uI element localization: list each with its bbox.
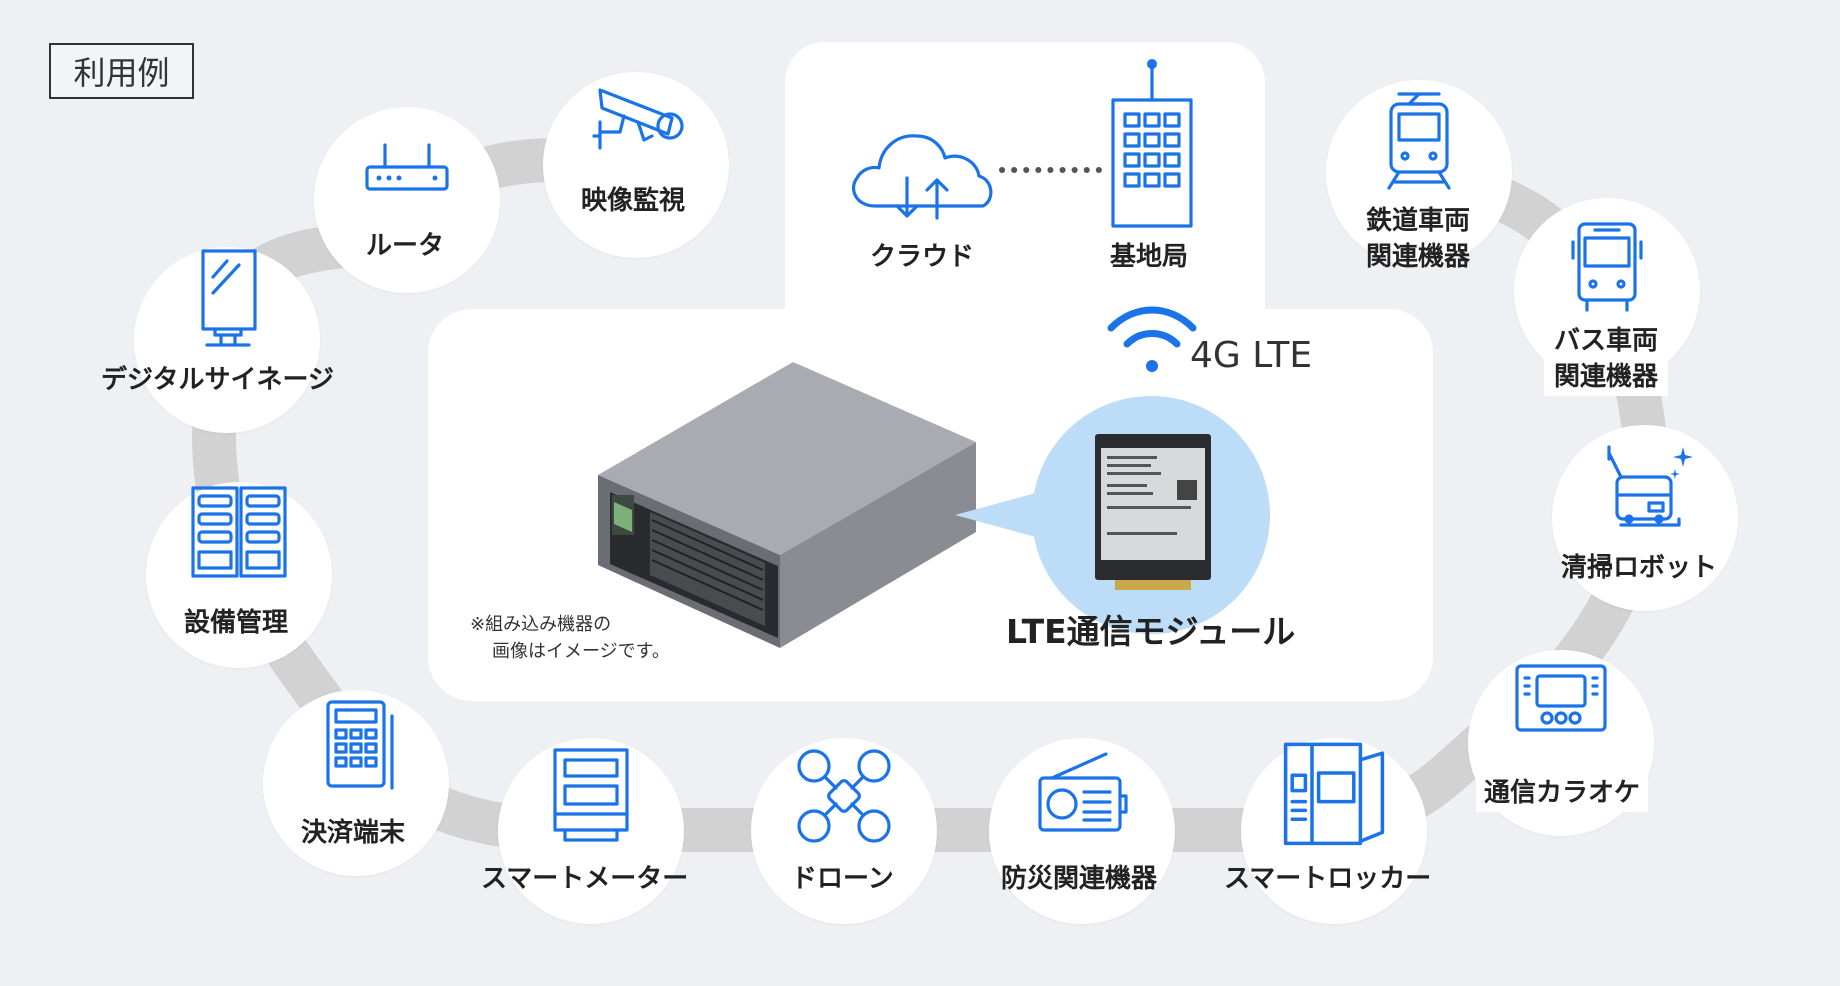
image-note-line1: ※組み込み機器の bbox=[470, 614, 612, 635]
base-station-icon bbox=[1111, 59, 1193, 228]
use-case-railway-equipment: 鉄道車両 関連機器 bbox=[1326, 80, 1512, 272]
router-icon bbox=[365, 143, 449, 191]
label-facility-management: 設備管理 bbox=[184, 608, 289, 638]
label-smart-meter: スマートメーター bbox=[481, 864, 689, 894]
label-video-surveillance: 映像監視 bbox=[581, 182, 686, 220]
cloud-label: クラウド bbox=[870, 242, 975, 272]
use-case-video-surveillance: 映像監視 bbox=[543, 72, 729, 258]
label-cleaning-robot: 清掃ロボット bbox=[1561, 553, 1718, 583]
label-railway-line2: 関連機器 bbox=[1366, 242, 1471, 272]
use-case-karaoke: 通信カラオケ bbox=[1468, 650, 1654, 836]
locker-icon bbox=[1283, 742, 1385, 846]
label-karaoke: 通信カラオケ bbox=[1476, 774, 1649, 812]
wifi-icon bbox=[1107, 306, 1197, 372]
use-case-router: ルータ bbox=[314, 107, 500, 293]
use-case-smart-locker: スマートロッカー bbox=[1224, 738, 1431, 924]
usage-examples-badge: 利用例 bbox=[49, 43, 194, 99]
base-station-label: 基地局 bbox=[1110, 242, 1189, 272]
label-bus-line2: 関連機器 bbox=[1544, 358, 1669, 396]
label-bus-line1: バス車両 bbox=[1554, 322, 1659, 360]
use-case-smart-meter: スマートメーター bbox=[481, 738, 688, 924]
digital-signage-icon bbox=[201, 249, 257, 347]
use-case-disaster-equipment: 防災関連機器 bbox=[989, 738, 1175, 924]
karaoke-icon bbox=[1515, 664, 1607, 732]
cloud-base-link bbox=[999, 167, 1109, 173]
label-smart-locker: スマートロッカー bbox=[1224, 864, 1432, 894]
label-railway-line1: 鉄道車両 bbox=[1366, 206, 1471, 236]
payment-terminal-icon bbox=[326, 700, 394, 790]
embedded-device-image bbox=[598, 362, 976, 648]
lte-module-image bbox=[1095, 434, 1211, 590]
label-disaster-equipment: 防災関連機器 bbox=[1001, 864, 1158, 894]
smart-meter-icon bbox=[553, 748, 629, 842]
cleaning-robot-icon bbox=[1607, 445, 1693, 527]
bus-icon bbox=[1571, 222, 1643, 312]
use-case-digital-signage: デジタルサイネージ bbox=[101, 247, 334, 433]
use-case-payment-terminal: 決済端末 bbox=[263, 690, 449, 876]
use-case-facility-management: 設備管理 bbox=[146, 482, 332, 668]
use-case-bus-equipment: バス車両 関連機器 bbox=[1514, 198, 1700, 396]
cloud-icon bbox=[852, 134, 993, 220]
use-case-cleaning-robot: 清掃ロボット bbox=[1552, 425, 1738, 611]
train-icon bbox=[1387, 92, 1451, 190]
module-title: LTE通信モジュール bbox=[1006, 612, 1296, 651]
image-note-line2: 画像はイメージです。 bbox=[492, 641, 670, 662]
label-digital-signage: デジタルサイネージ bbox=[101, 365, 334, 395]
server-rack-icon bbox=[191, 486, 287, 578]
label-router: ルータ bbox=[366, 231, 445, 261]
drone-icon bbox=[797, 749, 891, 843]
security-camera-icon bbox=[592, 88, 684, 150]
label-payment-terminal: 決済端末 bbox=[301, 818, 406, 848]
radio-icon bbox=[1038, 752, 1128, 832]
lte-label: 4G LTE bbox=[1190, 335, 1313, 376]
label-drone: ドローン bbox=[791, 864, 894, 894]
use-case-drone: ドローン bbox=[751, 738, 937, 924]
